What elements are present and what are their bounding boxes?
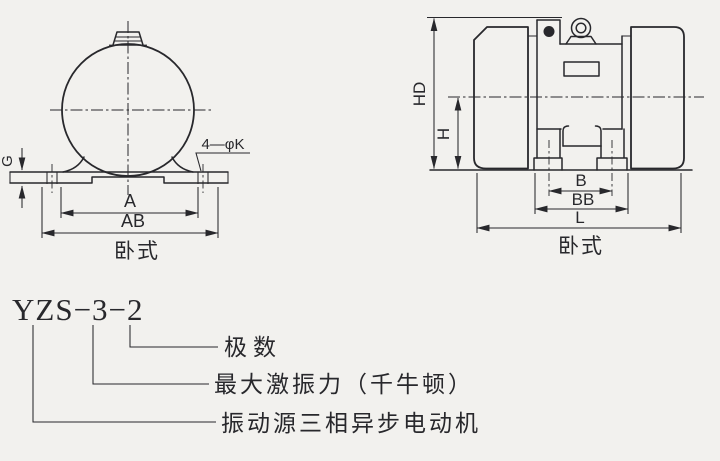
lifting-eye-outer-ring	[570, 17, 592, 39]
front-view-caption: 卧式	[114, 240, 160, 263]
side-view: HD H B BB L 卧式	[410, 16, 704, 258]
end-cover-right	[630, 26, 685, 170]
base-bottom-line	[9, 176, 229, 184]
dim-label-holes: 4—φK	[201, 136, 244, 153]
base-end-caps	[9, 172, 229, 183]
legend-leader-series	[32, 325, 216, 423]
dim-label-g: G	[0, 155, 16, 167]
lifting-eye-inner-ring	[575, 22, 587, 34]
dim-label-l: L	[575, 208, 584, 227]
hole-leader-line	[195, 152, 250, 172]
terminal-box	[536, 19, 561, 45]
legend-label-series: 振动源三相异步电动机	[221, 410, 481, 436]
side-view-caption: 卧式	[558, 235, 604, 258]
mounting-base	[9, 156, 229, 193]
foot-bolt-holes	[46, 172, 209, 184]
dim-l-extensions	[476, 173, 682, 233]
dim-label-bb: BB	[572, 190, 595, 209]
dim-label-b: B	[575, 171, 586, 190]
front-view: 4—φK G A AB 卧式	[0, 21, 250, 263]
top-cap	[109, 31, 147, 46]
bolt-hole-centerlines	[51, 164, 204, 193]
right-fillet	[171, 156, 194, 173]
foot-bolt-centerlines	[548, 140, 613, 196]
end-cover-left	[473, 26, 529, 170]
dim-ab-extensions	[41, 187, 219, 238]
legend-leader-poles	[129, 325, 218, 348]
top-cap-outline	[112, 31, 144, 46]
legend-leader-force	[92, 325, 209, 385]
side-feet	[533, 125, 628, 196]
left-foot	[533, 128, 563, 171]
dim-label-h: H	[434, 128, 453, 140]
cable-entry-dot	[543, 26, 555, 37]
left-fillet	[62, 156, 85, 173]
legend-label-poles: 极数	[224, 334, 282, 360]
model-designation: YZS−3−2 极数 最大激振力（千牛顿） 振动源三相异步电动机	[12, 292, 481, 436]
model-code: YZS−3−2	[12, 292, 144, 327]
legend-label-force: 最大激振力（千牛顿）	[214, 371, 474, 397]
nameplate	[563, 61, 600, 77]
top-cap-lines	[109, 36, 147, 46]
stator-body	[528, 19, 631, 159]
dim-label-ab: AB	[121, 211, 145, 231]
dim-label-a: A	[124, 191, 136, 211]
lifting-eye-base	[565, 35, 597, 45]
dim-label-hd: HD	[410, 82, 429, 107]
terminal-box-outline	[536, 19, 561, 45]
lifting-eye	[565, 17, 597, 45]
foot-hooks	[562, 125, 602, 147]
motor-body-circle	[61, 43, 195, 177]
